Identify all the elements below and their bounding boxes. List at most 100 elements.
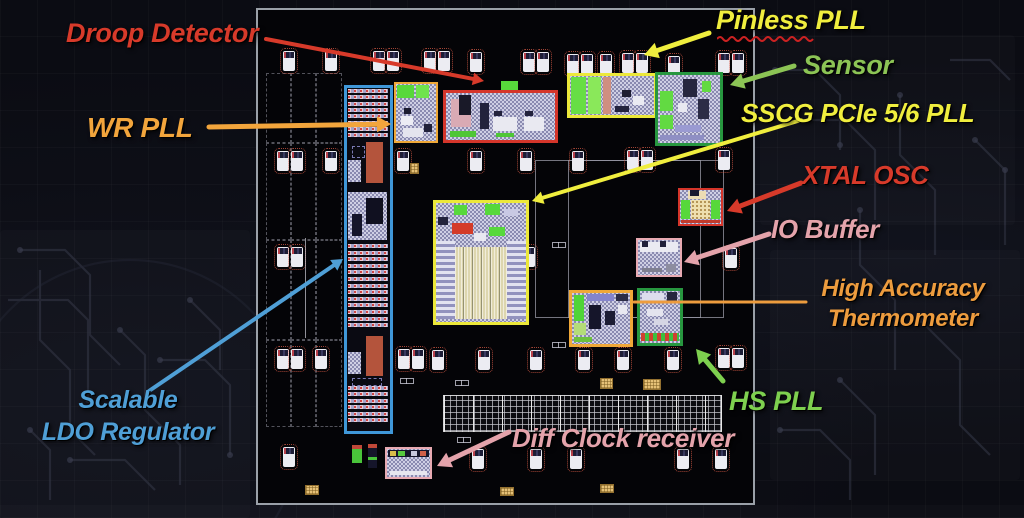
label-xtal-text: XTAL OSC [802,160,929,190]
io-pad [312,346,330,372]
io-pad [288,244,306,270]
io-pad [280,48,298,74]
sscg-pcie-pll-block-detail [507,241,526,319]
label-sensor: Sensor [803,50,893,80]
ldo-stripe-bar [348,310,388,314]
sscg-pcie-pll-block [433,200,529,325]
io-pad [280,444,298,470]
ldo-detail [366,198,383,224]
xtal-osc-block-detail [691,200,710,219]
bond-pad [600,378,613,389]
label-thermo-line1: High Accuracy [821,275,985,302]
xtal-osc-block-detail [690,190,699,196]
io-pad [624,147,642,173]
diff-clock-receiver-block-detail [390,451,396,456]
sensor-block-detail [660,115,673,129]
io-pad [527,347,545,373]
io-pad [274,346,292,372]
io-pad [322,148,340,174]
io-pad [274,244,292,270]
diff-clock-receiver-block-detail [388,450,429,457]
io-buffer-block-detail [642,268,662,272]
droop-detector-block-detail [494,111,502,116]
sscg-pcie-pll-block-detail [452,223,473,234]
sensor-block-detail [660,135,704,140]
wr-pll-block-detail [416,85,429,98]
sensor-block-detail [660,91,673,111]
pinless-pll-block-detail [633,96,644,105]
sscg-pcie-pll-block-detail [455,247,507,319]
hs-pll-block-detail [667,292,677,302]
ldo-detail [366,142,383,183]
droop-detector-block-detail [496,133,514,137]
ldo-stripe-bar [348,412,388,416]
wr-pll-block-detail [403,128,423,137]
label-ldo-line1: Scalable [78,386,178,414]
sscg-pcie-pll-block-detail [504,209,518,216]
io-pad [322,48,340,74]
droop-detector-block-detail [493,117,517,131]
io-pad [729,345,747,371]
ldo-stripe-bar [348,114,388,118]
ldo-stripe-bar [348,386,388,390]
wr-pll-block-detail [401,116,413,125]
io-pad [715,345,733,371]
io-pad [394,148,412,174]
ldo-stripe-bar [348,297,388,301]
ldo-detail [352,146,365,158]
io-pad [664,347,682,373]
io-pad [527,446,545,472]
io-pad [384,48,402,74]
label-hs-pll: HS PLL [729,386,824,416]
io-pad [674,446,692,472]
decap-cell [266,73,291,143]
wr-pll-block-detail [397,85,414,98]
decap-cell [291,143,316,240]
label-sscg-pcie-pll: SSCG PCIe 5/6 PLL [741,98,975,128]
hs-pll-block-detail [647,309,663,316]
label-pinless-pll: Pinless PLL [716,5,866,42]
sensor-block-detail [678,103,687,112]
decap-cell [266,143,291,240]
high-accuracy-thermometer-block-detail [574,323,586,335]
squiggle-underline [717,36,814,42]
io-pad [712,446,730,472]
label-xtal-osc: XTAL OSC [802,160,929,190]
io-pad [467,49,485,75]
diff-clock-receiver-block-detail [411,451,417,456]
label-droop-detector: Droop Detector [66,18,259,48]
label-io-buffer: IO Buffer [771,214,879,244]
hs-pll-block-detail [654,319,668,325]
marker-cell [552,342,566,348]
io-pad [274,148,292,174]
pinless-pll-block-detail [571,77,586,114]
marker-cell [400,378,414,384]
marker-cell [552,242,566,248]
io-pad [429,347,447,373]
hs-pll-block [637,288,683,346]
io-pad [578,51,596,77]
ldo-stripe-bar [348,264,388,268]
high-accuracy-thermometer-block-detail [574,337,592,342]
high-accuracy-thermometer-block-detail [618,305,627,314]
droop-detector-block-detail [459,95,471,115]
ldo-detail [352,214,362,236]
label-scalable-ldo-regulator: Scalable LDO Regulator [13,385,243,448]
ldo-stripe-bar [348,127,388,131]
ldo-stripe-bar [348,257,388,261]
io-buffer-block [636,238,682,277]
ldo-stripe-bar [348,284,388,288]
io-pad [715,147,733,173]
io-pad [370,48,388,74]
high-accuracy-thermometer-block [569,290,633,347]
io-buffer-block-detail [640,242,678,252]
ldo-stripe-bar [348,89,388,93]
io-pad [534,49,552,75]
marker-cell [455,380,469,386]
high-accuracy-thermometer-block-detail [574,295,584,321]
ldo-stripe-bar [348,108,388,112]
pinless-pll-block-detail [603,77,611,114]
ldo-stripe-bar [348,399,388,403]
bond-pad [305,485,319,495]
